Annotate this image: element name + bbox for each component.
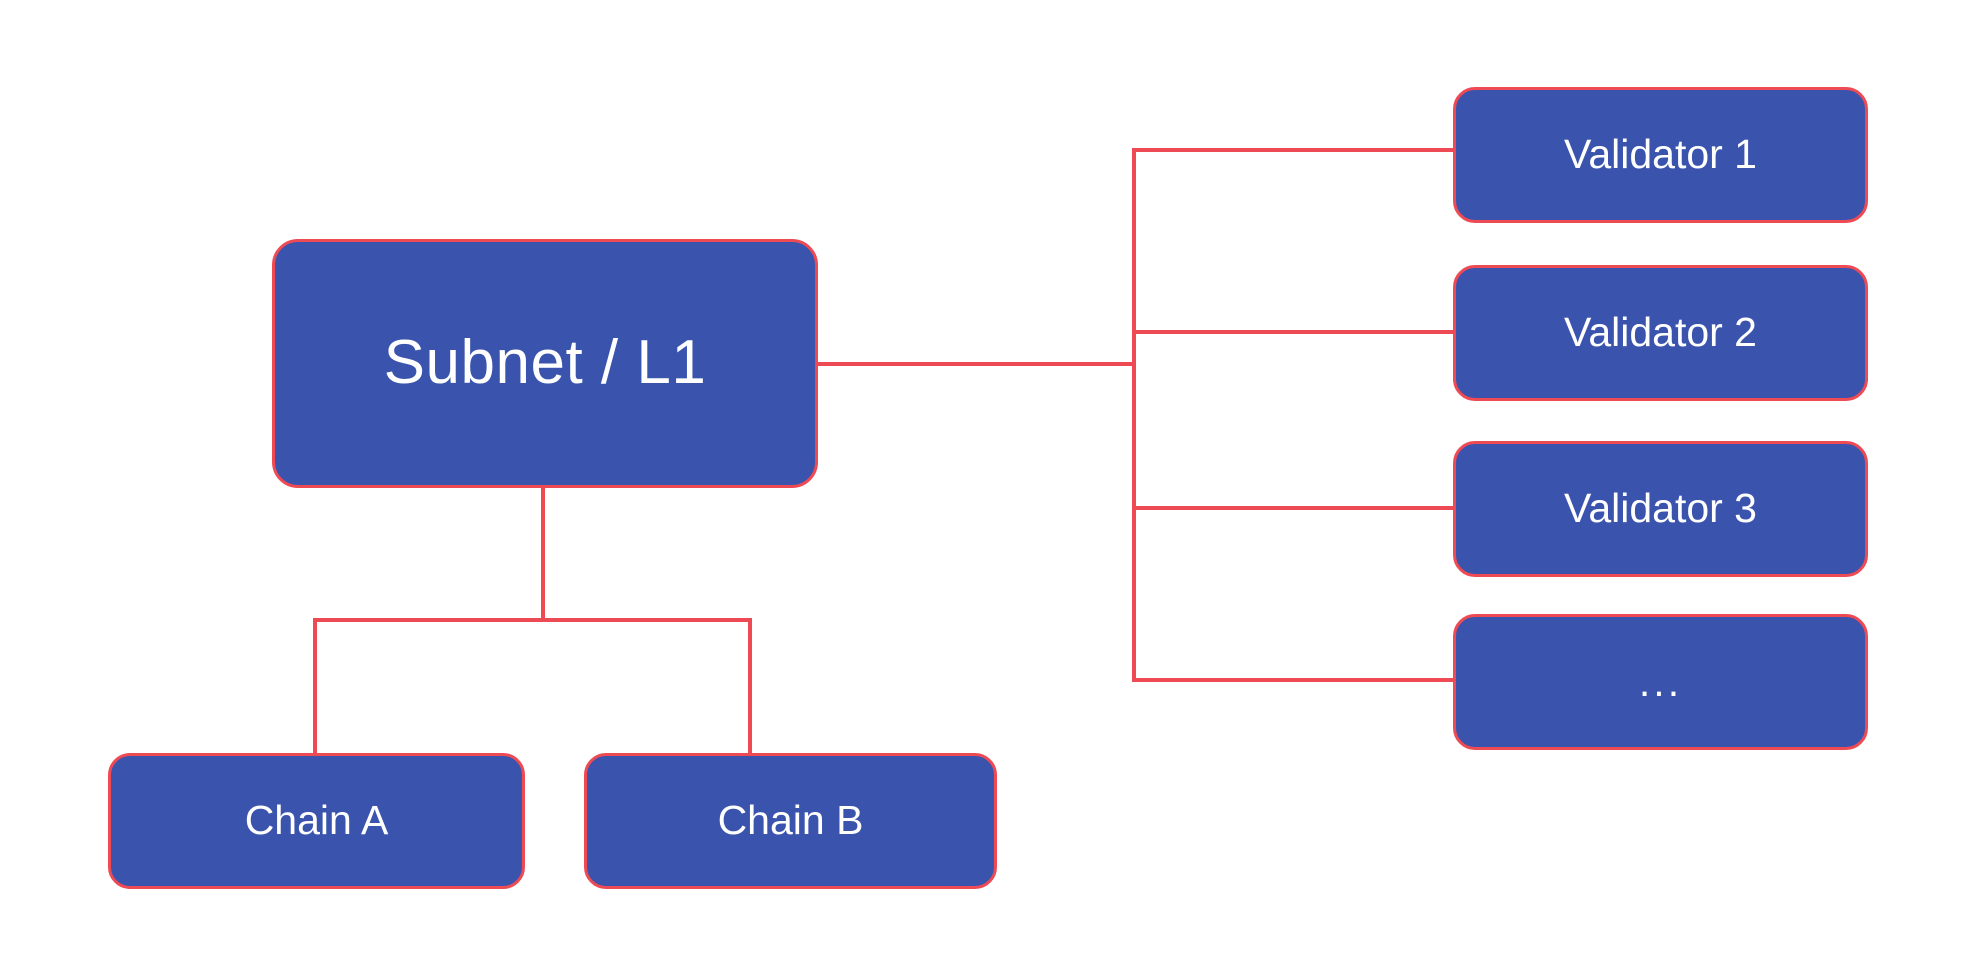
node-validator-more-label: ... [1638,658,1683,705]
node-validator-1-label: Validator 1 [1564,131,1757,178]
node-validator-3[interactable]: Validator 3 [1453,441,1868,577]
node-chain-a[interactable]: Chain A [108,753,525,889]
node-validator-2-label: Validator 2 [1564,309,1757,356]
node-chain-b[interactable]: Chain B [584,753,997,889]
node-chain-a-label: Chain A [244,797,389,844]
node-validator-more[interactable]: ... [1453,614,1868,750]
node-chain-b-label: Chain B [717,797,864,844]
node-subnet-l1[interactable]: Subnet / L1 [272,239,818,488]
node-validator-1[interactable]: Validator 1 [1453,87,1868,223]
node-validator-2[interactable]: Validator 2 [1453,265,1868,401]
node-subnet-l1-label: Subnet / L1 [383,328,707,398]
node-validator-3-label: Validator 3 [1564,485,1757,532]
